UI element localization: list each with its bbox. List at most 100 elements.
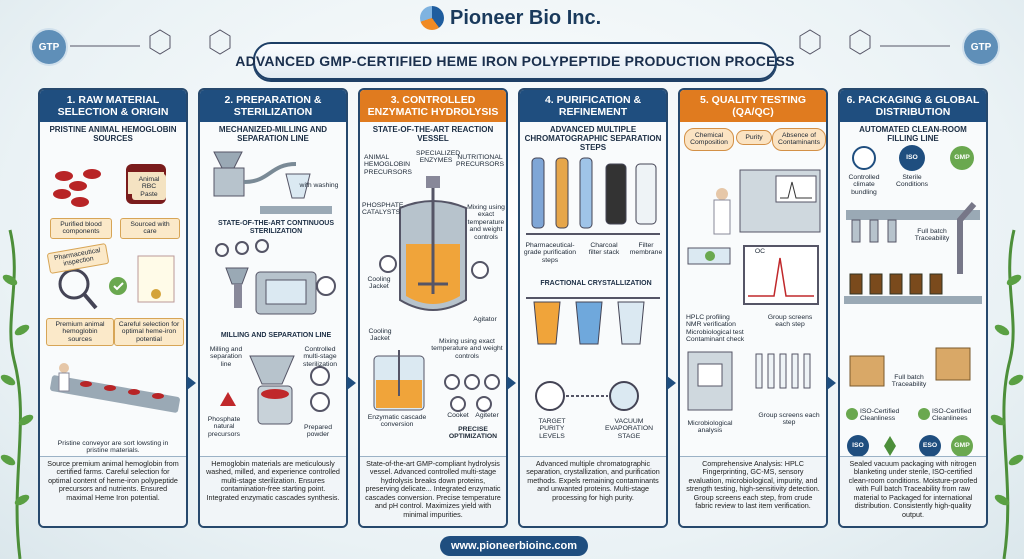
website-url[interactable]: www.pioneerbioinc.com xyxy=(440,536,588,556)
step-heading: 5. QUALITY TESTING (QA/QC) xyxy=(680,90,826,122)
step-subheading: PRISTINE ANIMAL HEMOGLOBIN SOURCES xyxy=(49,125,177,143)
sterile-conditions-label: Sterile Conditions xyxy=(895,174,929,189)
step-body: ADVANCED MULTIPLE CHROMATOGRAPHIC SEPARA… xyxy=(520,124,666,454)
step-purification: 4. PURIFICATION & REFINEMENT ADVANCED MU… xyxy=(518,88,668,528)
premium-sources-label: Premium animal hemoglobin sources xyxy=(46,318,114,347)
rbc-paste-label: Animal RBC Paste xyxy=(132,174,166,201)
checklist-item: NMR verification xyxy=(686,321,736,329)
micro-analysis-label: Microbiological analysis xyxy=(687,420,733,435)
flow-arrow-icon xyxy=(187,376,196,390)
iso-badge: ISO xyxy=(906,154,918,161)
process-columns: 1. RAW MATERIAL SELECTION & ORIGIN PRIST… xyxy=(38,88,988,528)
prepared-powder-label: Prepared powder xyxy=(304,424,332,439)
cascade-label: Enzymatic cascade conversion xyxy=(367,414,427,429)
header: GTP GTP Pioneer Bio Inc. ADVANCED GMP-CE… xyxy=(0,0,1024,86)
page-title: ADVANCED GMP-CERTIFIED HEME IRON POLYPEP… xyxy=(235,53,795,69)
step-subheading: AUTOMATED CLEAN-ROOM FILLING LINE xyxy=(859,125,967,143)
flow-arrow-icon xyxy=(667,376,676,390)
qc-checklist: HPLC profiling NMR verification Microbio… xyxy=(686,314,746,344)
target-purity-label: TARGET PURITY LEVELS xyxy=(538,418,566,440)
continuous-sterilization-heading: STATE-OF-THE-ART CONTINUOUS STERILIZATIO… xyxy=(217,220,334,235)
climate-bundling-label: Controlled climate bundling xyxy=(848,174,880,196)
milling-label: Milling and separation line xyxy=(209,346,243,368)
step-body: MECHANIZED-MILLING AND SEPARATION LINE xyxy=(200,124,346,454)
quality-testing-illustration xyxy=(687,169,821,411)
checklist-item: Contaminant check xyxy=(686,336,745,344)
washing-label: with washing xyxy=(299,182,339,189)
step-subheading: ADVANCED MULTIPLE CHROMATOGRAPHIC SEPARA… xyxy=(524,125,662,152)
precise-optimization-label: PRECISE OPTIMIZATION xyxy=(448,426,498,441)
title-banner: ADVANCED GMP-CERTIFIED HEME IRON POLYPEP… xyxy=(235,42,795,80)
checklist-item: Microbiological test xyxy=(686,328,744,336)
packaging-illustration xyxy=(844,145,982,457)
careful-selection-label: Careful selection for optimal heme-iron … xyxy=(114,318,184,347)
preparation-illustration xyxy=(213,151,336,425)
step-body: PRISTINE ANIMAL HEMOGLOBIN SOURCES xyxy=(40,124,186,454)
sourced-label: Sourced with care xyxy=(120,218,180,239)
pharma-purification-label: Pharmaceutical-grade purification steps xyxy=(523,242,577,264)
flow-arrow-icon xyxy=(507,376,516,390)
step-description: Comprehensive Analysis: HPLC Fingerprint… xyxy=(680,456,826,526)
cooket-label: Cooket xyxy=(447,412,469,419)
step-packaging: 6. PACKAGING & GLOBAL DISTRIBUTION AUTOM… xyxy=(838,88,988,528)
controlled-sterilization-label: Controlled multi-stage sterilization xyxy=(303,346,337,368)
step-description: Hemoglobin materials are meticulously wa… xyxy=(200,456,346,526)
step-body: Chemical Composition Purity Absence of C… xyxy=(680,124,826,454)
step-body: STATE-OF-THE-ART REACTION VESSEL ANIMAL … xyxy=(360,124,506,454)
step-heading: 6. PACKAGING & GLOBAL DISTRIBUTION xyxy=(840,90,986,122)
conveyor-caption: Pristine conveyor are sort lowsting in p… xyxy=(57,440,169,455)
chemical-composition-pill: Chemical Composition xyxy=(684,128,734,151)
traceability-label-2: Full batch Traceability xyxy=(891,374,927,389)
absence-contaminants-pill: Absence of Contaminants xyxy=(772,128,826,151)
mixing-controls-label-2: Mixing using exact temperature and weigh… xyxy=(431,338,503,360)
step-description: Advanced multiple chromatographic separa… xyxy=(520,456,666,526)
flow-arrow-icon xyxy=(347,376,356,390)
step-preparation: 2. PREPARATION & STERILIZATION MECHANIZE… xyxy=(198,88,348,528)
step-hydrolysis: 3. CONTROLLED ENZYMATIC HYDROLYSIS STATE… xyxy=(358,88,508,528)
purity-pill: Purity xyxy=(736,130,772,146)
cooling-jacket-label: Cooling Jacket xyxy=(367,276,391,291)
step-subheading: MECHANIZED-MILLING AND SEPARATION LINE xyxy=(218,125,328,143)
nutritional-precursors-label: NUTRITIONAL PRECURSORS xyxy=(456,154,504,169)
agiteter-label: Agiteter xyxy=(475,412,499,419)
step-heading: 3. CONTROLLED ENZYMATIC HYDROLYSIS xyxy=(360,90,506,122)
step-body: AUTOMATED CLEAN-ROOM FILLING LINE xyxy=(840,124,986,457)
step-heading: 1. RAW MATERIAL SELECTION & ORIGIN xyxy=(40,90,186,122)
gmp-badge-2: GMP xyxy=(954,442,970,449)
gtp-badge-right: GTP xyxy=(962,28,1000,66)
step-raw-material: 1. RAW MATERIAL SELECTION & ORIGIN PRIST… xyxy=(38,88,188,528)
step-subheading: STATE-OF-THE-ART REACTION VESSEL xyxy=(372,125,494,143)
fractional-crystallization-heading: FRACTIONAL CRYSTALLIZATION xyxy=(540,280,652,287)
step-heading: 4. PURIFICATION & REFINEMENT xyxy=(520,90,666,122)
purification-illustration xyxy=(526,157,660,411)
cooling-jacket-label-2: Cooling Jacket xyxy=(368,328,392,343)
step-quality-testing: 5. QUALITY TESTING (QA/QC) xyxy=(678,88,828,528)
phosphate-catalysts-label: PHOSPHATE CATALYSTS xyxy=(362,202,404,217)
qc-chart-label: OC xyxy=(754,248,766,255)
mixing-controls-label: Mixing using exact temperature and weigh… xyxy=(467,204,505,241)
phosphate-precursors-label: Phosphate natural precursors xyxy=(207,416,241,438)
eso-badge: ESO xyxy=(922,442,938,449)
charcoal-filter-label: Charcoal filter stack xyxy=(588,242,620,257)
enzymes-label: SPECIALIZED ENZYMES xyxy=(416,150,461,165)
milling-line-heading: MILLING AND SEPARATION LINE xyxy=(220,332,332,339)
flow-arrow-icon xyxy=(827,376,836,390)
step-description: Source premium animal hemoglobin from ce… xyxy=(40,456,186,526)
reaction-vessel-illustration xyxy=(373,176,500,412)
brand-logo: Pioneer Bio Inc. xyxy=(420,6,601,30)
traceability-label: Full batch Traceability xyxy=(914,228,950,243)
brand-name: Pioneer Bio Inc. xyxy=(450,6,602,29)
checklist-item: HPLC profiling xyxy=(686,314,730,321)
step-description: Sealed vacuum packaging with nitrogen bl… xyxy=(840,456,986,526)
group-screens-label-2: Group screens each step xyxy=(758,412,820,427)
gmp-badge: GMP xyxy=(954,154,970,161)
logo-globe-icon xyxy=(420,6,444,30)
group-screens-label: Group screens each step xyxy=(767,314,813,329)
purified-label: Purified blood components xyxy=(50,218,112,239)
vacuum-evaporation-label: VACUUM EVAPORATION STAGE xyxy=(604,418,654,440)
iso-cleanliness-label-2: ISO-Certified Cleanlinees xyxy=(932,408,972,423)
iso-cleanliness-label: ISO-Certified Cleanliness xyxy=(860,408,900,423)
step-description: State-of-the-art GMP-compliant hydrolysi… xyxy=(360,456,506,526)
step-heading: 2. PREPARATION & STERILIZATION xyxy=(200,90,346,122)
